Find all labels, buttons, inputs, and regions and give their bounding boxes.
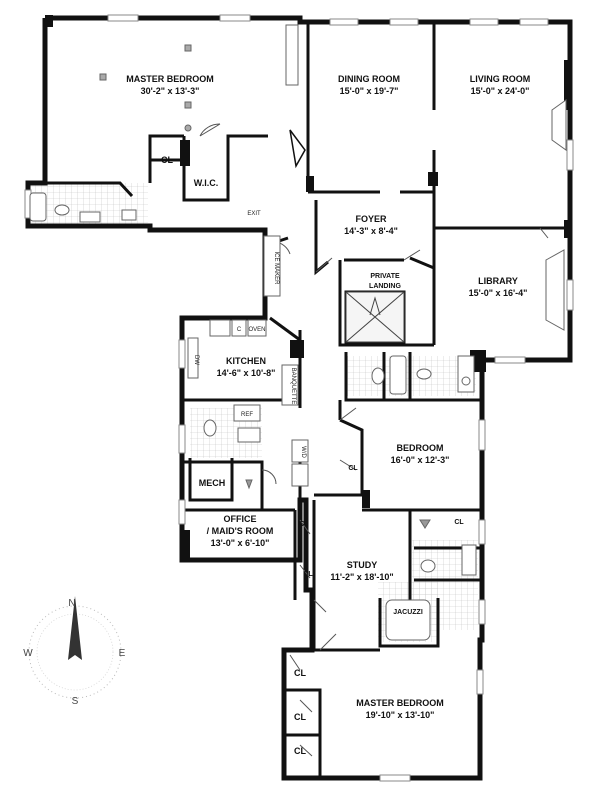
closet-label-office: CL	[299, 521, 309, 528]
washer-dryer-label: W/D	[300, 446, 306, 458]
closet-label-south-1: CL	[294, 668, 306, 678]
cooktop-label: C	[237, 327, 242, 333]
banquette-label: BANQUETTE	[290, 368, 296, 405]
room-dims-master-bedroom-south: 19'-10" x 13'-10"	[366, 710, 435, 720]
dishwasher-label: DW	[193, 355, 199, 365]
room-dims-living-room: 15'-0" x 24'-0"	[471, 86, 530, 96]
room-name-dining-room: DINING ROOM	[338, 74, 400, 84]
closet-label-bath: CL	[454, 519, 464, 526]
room-labels: MASTER BEDROOM 30'-2" x 13'-3" DINING RO…	[126, 74, 530, 720]
room-name-foyer: FOYER	[355, 214, 387, 224]
room-dims-study: 11'-2" x 18'-10"	[330, 572, 393, 582]
room-name-office: OFFICE	[224, 514, 257, 524]
private-landing-label-1: PRIVATE	[370, 273, 400, 280]
room-name-master-bedroom-south: MASTER BEDROOM	[356, 698, 444, 708]
compass: N S E W	[23, 596, 126, 707]
closet-label-south-2: CL	[294, 712, 306, 722]
compass-east: E	[119, 648, 126, 659]
room-name-master-bedroom-north: MASTER BEDROOM	[126, 74, 214, 84]
bathtub-north	[29, 192, 47, 222]
room-dims-office: 13'-0" x 6'-10"	[211, 538, 270, 548]
room-dims-library: 15'-0" x 16'-4"	[469, 288, 528, 298]
banquette	[281, 364, 299, 406]
closet-label-north: CL	[161, 155, 173, 165]
room-name-maids-room: / MAID'S ROOM	[207, 526, 274, 536]
room-dims-dining-room: 15'-0" x 19'-7"	[340, 86, 399, 96]
compass-south: S	[72, 696, 79, 707]
windows	[24, 14, 574, 782]
room-dims-foyer: 14'-3" x 8'-4"	[344, 226, 398, 236]
ice-maker-label: ICE MAKER	[273, 251, 279, 285]
room-name-study: STUDY	[347, 560, 378, 570]
closet-label-bedroom: CL	[348, 465, 358, 472]
oven-label: OVEN	[248, 327, 265, 333]
room-name-bedroom: BEDROOM	[397, 443, 444, 453]
jacuzzi-tub	[385, 599, 431, 641]
fixtures	[29, 24, 567, 641]
room-name-library: LIBRARY	[478, 276, 518, 286]
mech-label: MECH	[199, 478, 226, 488]
private-landing-label-2: LANDING	[369, 283, 401, 290]
room-dims-bedroom: 16'-0" x 12'-3"	[391, 455, 450, 465]
closet-label-study: CL	[303, 571, 313, 578]
compass-north: N	[68, 598, 75, 609]
room-dims-kitchen: 14'-6" x 10'-8"	[217, 368, 276, 378]
ref-label: REF	[241, 412, 253, 418]
interior-walls	[45, 22, 570, 778]
jacuzzi-label: JACUZZI	[393, 609, 423, 616]
door-swings	[199, 123, 549, 757]
closet-label-south-3: CL	[294, 746, 306, 756]
walk-in-closet-label: W.I.C.	[194, 178, 219, 188]
room-name-kitchen: KITCHEN	[226, 356, 266, 366]
compass-needle-icon	[68, 596, 82, 660]
compass-west: W	[23, 648, 33, 659]
small-labels: CL W.I.C. EXIT PRIVATE LANDING MECH JACU…	[161, 155, 464, 756]
wall-columns	[45, 15, 572, 560]
exit-label: EXIT	[247, 211, 261, 217]
room-dims-master-bedroom-north: 30'-2" x 13'-3"	[141, 86, 200, 96]
room-name-living-room: LIVING ROOM	[470, 74, 531, 84]
